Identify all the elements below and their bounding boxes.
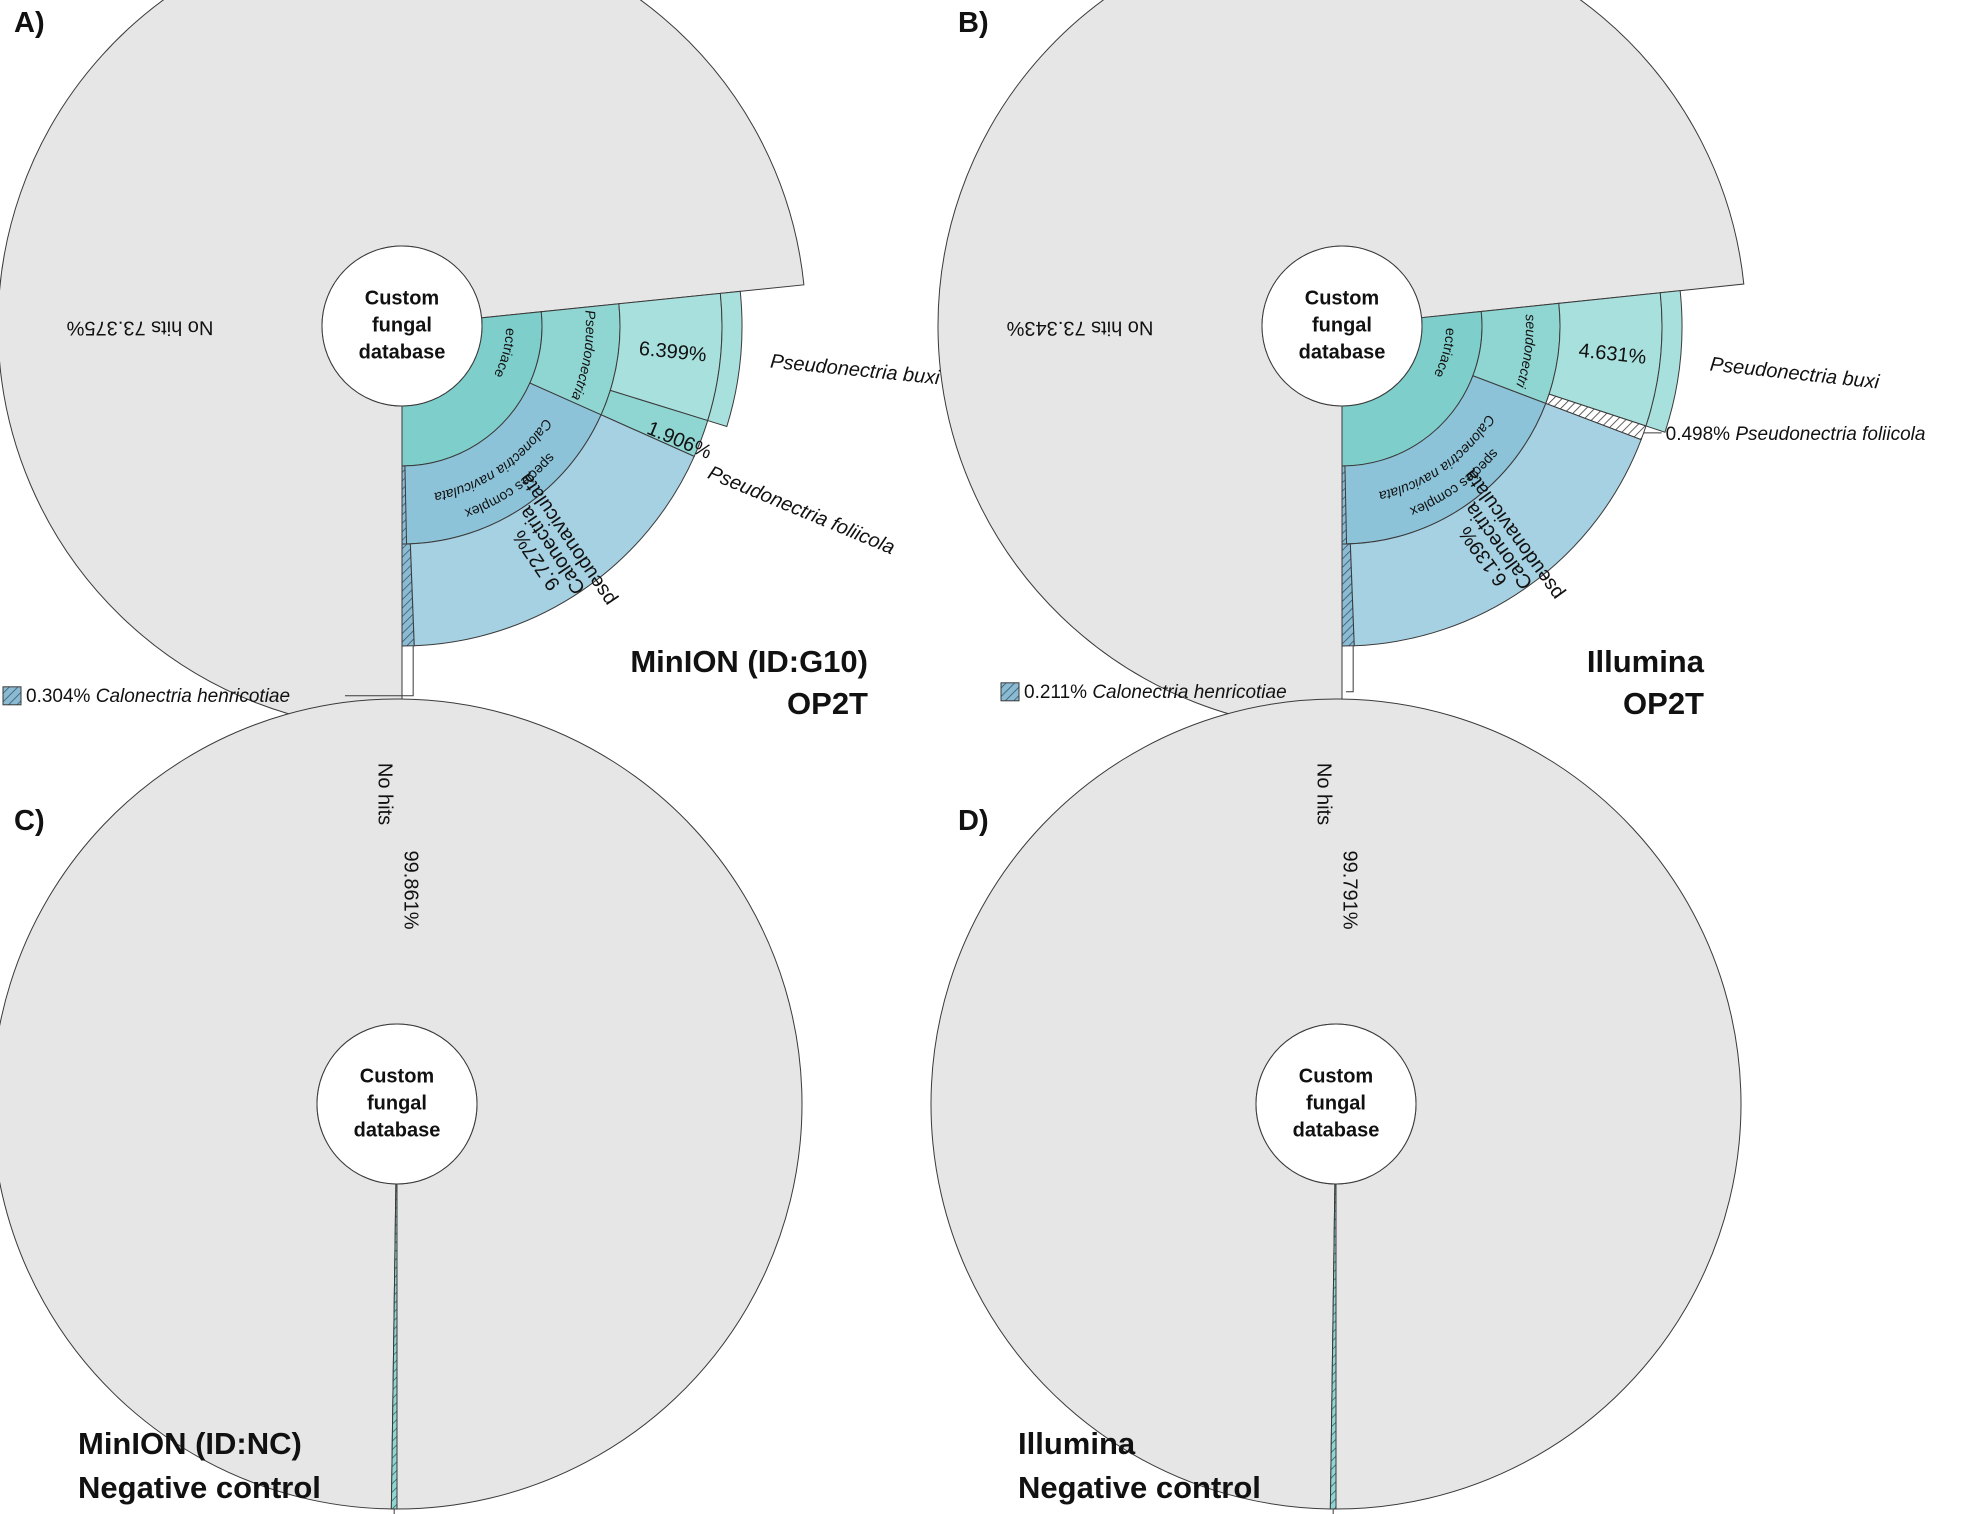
- panel-label-b: B): [958, 7, 989, 39]
- caption-a-line1: MinION (ID:G10): [630, 644, 868, 679]
- center-label-line: Custom: [1299, 1065, 1373, 1087]
- center-circle: [316, 1023, 478, 1185]
- callout-swatch: [1000, 682, 1020, 702]
- center-circle: [1255, 1023, 1417, 1185]
- panel-label-c: C): [14, 805, 45, 837]
- center-label-line: fungal: [372, 314, 432, 336]
- no-hits-label-pct: 99.791%: [1339, 851, 1361, 930]
- calonectria-henricotiae-inner-sector: [1341, 465, 1348, 545]
- center-circle: [1261, 245, 1423, 407]
- no-hits-label-name: No hits: [1313, 763, 1335, 825]
- panel-label-d: D): [958, 805, 989, 837]
- henricotiae-leader-line: [1346, 645, 1354, 693]
- calonectria-henricotiae-inner-sector: [401, 465, 408, 545]
- henricotiae-leader-line: [345, 645, 414, 697]
- caption-d-line1: Illumina: [1018, 1426, 1136, 1461]
- center-label-line: Custom: [360, 1065, 434, 1087]
- pseudonectria-foliicola-callout: 0.498% Pseudonectria foliicola: [1666, 424, 1926, 445]
- no-hits-label: No hits 73.343%: [1006, 316, 1153, 339]
- caption-b-line2: OP2T: [1623, 686, 1704, 721]
- no-hits-label-pct: 99.861%: [400, 851, 422, 930]
- pseudonectria-foliicola-name: Pseudonectria foliicola: [705, 462, 898, 559]
- calonectria-henricotiae-callout: 0.304% Calonectria henricotiae: [26, 686, 290, 707]
- center-circle: [321, 245, 483, 407]
- calonectria-pseudonaviculata-sector: [409, 414, 695, 647]
- center-label-line: Custom: [365, 287, 439, 309]
- pseudonectria-buxi-outer-sector: [1645, 290, 1683, 433]
- caption-a-line2: OP2T: [787, 686, 868, 721]
- center-label-line: fungal: [1312, 314, 1372, 336]
- panel-label-a: A): [14, 7, 45, 39]
- callout-swatch: [2, 686, 22, 706]
- pseudonectria-buxi-name: Pseudonectria buxi: [769, 351, 941, 390]
- calonectria-henricotiae-callout: 0.211% Calonectria henricotiae: [1024, 682, 1287, 703]
- center-label-line: database: [359, 341, 446, 363]
- nectriaceae-leader-line: [393, 1508, 395, 1514]
- no-hits-label-name: No hits: [374, 763, 396, 825]
- center-label-line: fungal: [1306, 1092, 1366, 1114]
- caption-d-line2: Negative control: [1018, 1470, 1261, 1505]
- nectriaceae-leader-line: [1332, 1508, 1334, 1514]
- caption-c-line1: MinION (ID:NC): [78, 1426, 302, 1461]
- caption-c-line2: Negative control: [78, 1470, 321, 1505]
- caption-b-line1: Illumina: [1587, 644, 1705, 679]
- pseudonectria-buxi-outer-sector: [707, 290, 743, 428]
- center-label-line: database: [1293, 1119, 1380, 1141]
- center-label-line: database: [354, 1119, 441, 1141]
- center-label-line: fungal: [367, 1092, 427, 1114]
- pseudonectria-buxi-name: Pseudonectria buxi: [1709, 354, 1881, 394]
- calonectria-pseudonaviculata-sector: [1349, 402, 1642, 647]
- center-label-line: Custom: [1305, 287, 1379, 309]
- no-hits-label: No hits 73.375%: [66, 316, 213, 338]
- center-label-line: database: [1299, 341, 1386, 363]
